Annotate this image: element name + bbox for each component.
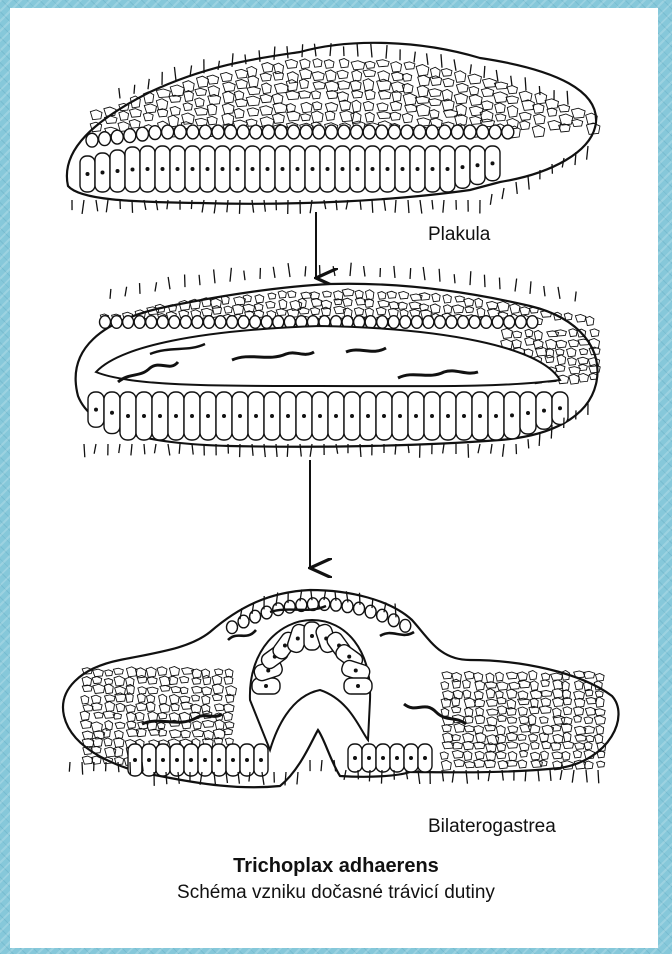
caption-subtitle: Schéma vzniku dočasné trávicí dutiny bbox=[0, 882, 672, 904]
plakula-columnar-cells bbox=[80, 146, 500, 192]
intermediate-stage bbox=[76, 263, 601, 458]
bilaterogastrea-stage bbox=[63, 589, 618, 787]
intermediate-columnar-cells bbox=[88, 392, 568, 440]
stage-label-plakula: Plakula bbox=[428, 224, 490, 246]
caption-title: Trichoplax adhaerens bbox=[0, 855, 672, 878]
stage-label-bilaterogastrea: Bilaterogastrea bbox=[428, 816, 556, 838]
plakula-stage bbox=[67, 43, 600, 214]
